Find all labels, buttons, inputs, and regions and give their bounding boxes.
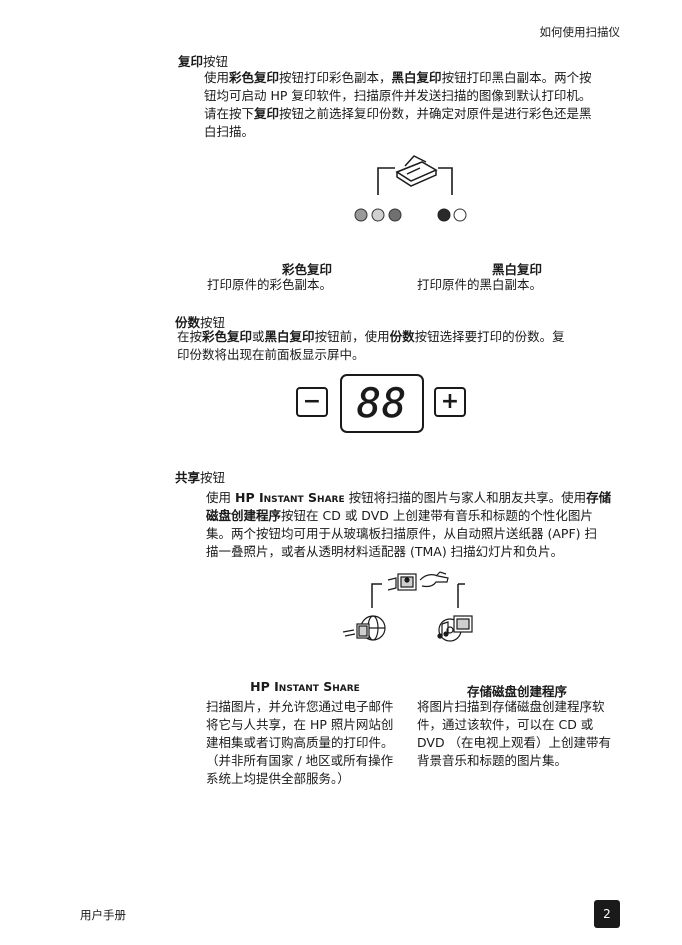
copies-button-paragraph: 在按彩色复印或黑白复印按钮前，使用份数按钮选择要打印的份数。复 印份数将出现在前…: [177, 328, 617, 364]
text: （并非所有国家 / 地区或所有操作: [206, 753, 394, 768]
text: 背景音乐和标题的图片集。: [417, 753, 568, 768]
heading-bold: 共享: [175, 470, 201, 485]
plus-symbol: +: [440, 389, 460, 414]
disc-creator-desc: 将图片扫描到存储磁盘创建程序软 件，通过该软件，可以在 CD 或 DVD （在电…: [417, 698, 611, 770]
text-bold: 份数: [389, 329, 415, 344]
text-bold: 磁盘创建程序: [206, 508, 282, 523]
text: 按钮之前选择复印份数，并确定对原件是进行彩色还是黑: [279, 106, 592, 121]
copy-button-paragraph: 使用彩色复印按钮打印彩色副本，黑白复印按钮打印黑白副本。两个按 钮均可启动 HP…: [204, 69, 624, 141]
text: 按钮在 CD 或 DVD 上创建带有音乐和标题的个性化图片: [281, 508, 593, 523]
instant-share-desc: 扫描图片，并允许您通过电子邮件 将它与人共享，在 HP 照片网站创 建相集或者订…: [206, 698, 394, 788]
bw-indicator-light: [453, 208, 467, 222]
text-bold: 黑白复印: [391, 70, 442, 85]
heading-rest: 按钮: [200, 315, 226, 330]
heading-rest: 按钮: [200, 470, 226, 485]
text-bold: 存储: [586, 490, 612, 505]
text: 钮均可启动 HP 复印软件，扫描原件并发送扫描的图像到默认打印机。: [204, 88, 592, 103]
text-bold: HP Instant Share: [234, 490, 345, 505]
heading-bold: 份数: [175, 315, 201, 330]
minus-symbol: −: [302, 389, 322, 414]
bw-copy-desc: 打印原件的黑白副本。: [417, 277, 543, 292]
text: 描一叠照片，或者从透明材料适配器 (TMA) 扫描幻灯片和负片。: [206, 544, 564, 559]
page-number-badge: 2: [594, 900, 620, 928]
printer-icon: [395, 155, 438, 187]
color-copy-title: 彩色复印: [281, 262, 332, 277]
disc-music-icon: [437, 615, 473, 642]
color-indicator-light: [371, 208, 385, 222]
text: 将图片扫描到存储磁盘创建程序软: [417, 699, 605, 714]
minus-button-icon: −: [296, 387, 328, 417]
text: 或: [252, 329, 265, 344]
text: 建相集或者订购高质量的打印件。: [206, 735, 394, 750]
text-bold: 彩色复印: [202, 329, 253, 344]
bw-indicator-light: [437, 208, 451, 222]
text-bold: 黑白复印: [264, 329, 315, 344]
color-copy-desc: 打印原件的彩色副本。: [207, 277, 333, 292]
text-bold: 彩色复印: [229, 70, 280, 85]
heading-rest: 按钮: [203, 54, 229, 69]
copy-button-heading: 复印按钮: [178, 51, 228, 70]
plus-button-icon: +: [434, 387, 466, 417]
share-buttons-illustration: [342, 571, 473, 642]
text: 使用: [206, 490, 235, 505]
text: 扫描图片，并允许您通过电子邮件: [206, 699, 394, 714]
text: 按钮将扫描的图片与家人和朋友共享。使用: [344, 490, 587, 505]
text: 白扫描。: [204, 124, 255, 139]
text: 按钮选择要打印的份数。复: [414, 329, 565, 344]
bracket-lines: [377, 167, 453, 195]
share-button-paragraph: 使用 HP Instant Share 按钮将扫描的图片与家人和朋友共享。使用存…: [206, 489, 620, 561]
globe-email-icon: [342, 615, 386, 641]
running-header: 如何使用扫描仪: [539, 25, 621, 39]
bw-copy-title: 黑白复印: [491, 262, 542, 277]
copies-display-value: 88: [356, 380, 408, 427]
copy-buttons-illustration: [354, 155, 467, 222]
text: 将它与人共享，在 HP 照片网站创: [206, 717, 394, 732]
color-indicator-light: [354, 208, 368, 222]
bracket-lines: [371, 583, 465, 608]
hand-share-icon: [419, 571, 449, 588]
photo-icon: [387, 573, 417, 591]
text: 按钮前，使用: [314, 329, 390, 344]
text: 按钮打印黑白副本。两个按: [441, 70, 592, 85]
text: 使用: [204, 70, 230, 85]
text: 系统上均提供全部服务。）: [206, 771, 350, 786]
text: 印份数将出现在前面板显示屏中。: [177, 347, 365, 362]
text: 件，通过该软件，可以在 CD 或: [417, 717, 594, 732]
text: 集。两个按钮均可用于从玻璃板扫描原件，从自动照片送纸器 (APF) 扫: [206, 526, 597, 541]
disc-creator-title: 存储磁盘创建程序: [466, 684, 567, 699]
text-bold: 复印: [254, 106, 280, 121]
copies-button-heading: 份数按钮: [175, 312, 225, 331]
share-button-heading: 共享按钮: [175, 467, 225, 486]
copies-display: 88: [340, 374, 424, 433]
footer-title: 用户手册: [80, 908, 126, 922]
color-indicator-light: [388, 208, 402, 222]
text: 请在按下: [204, 106, 255, 121]
text: 按钮打印彩色副本，: [279, 70, 392, 85]
instant-share-title: HP Instant Share: [250, 679, 360, 694]
heading-bold: 复印: [178, 54, 204, 69]
text: 在按: [177, 329, 203, 344]
text: DVD （在电视上观看）上创建带有: [417, 735, 612, 750]
